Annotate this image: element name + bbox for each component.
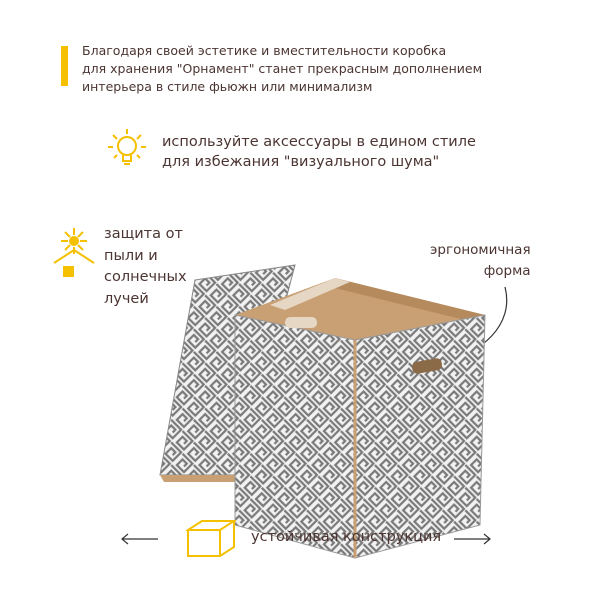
handle-line: форма	[483, 263, 531, 279]
intro-line: интерьера в стиле фьюжн или минимализм	[82, 79, 373, 94]
protection-line: пыли и	[104, 247, 158, 264]
protection-text: защита от пыли и солнечных лучей	[104, 224, 187, 310]
storage-box-image	[159, 264, 486, 559]
tip-line: используйте аксессуары в едином стиле	[162, 134, 476, 150]
handle-line: эргономичная	[430, 242, 531, 258]
construction-label: устойчивая конструкция	[251, 529, 442, 545]
sun-house-icon	[53, 228, 95, 277]
intro-line: Благодаря своей эстетике и вместительнос…	[82, 43, 447, 58]
arrow-left-icon	[121, 533, 158, 545]
arrow-right-icon	[454, 533, 491, 545]
protection-line: защита от	[104, 226, 183, 242]
tip-line: для избежания "визуального шума"	[162, 154, 440, 170]
tip-text: используйте аксессуары в едином стиле дл…	[162, 132, 476, 172]
handle-text: эргономичная форма	[430, 240, 531, 282]
accent-bar	[61, 46, 68, 86]
intro-line: для хранения "Орнамент" станет прекрасны…	[82, 61, 482, 76]
protection-line: солнечных	[104, 269, 187, 285]
box-icon	[186, 520, 236, 557]
lightbulb-icon	[108, 129, 146, 165]
protection-line: лучей	[104, 290, 149, 307]
intro-text: Благодаря своей эстетике и вместительнос…	[82, 42, 482, 96]
